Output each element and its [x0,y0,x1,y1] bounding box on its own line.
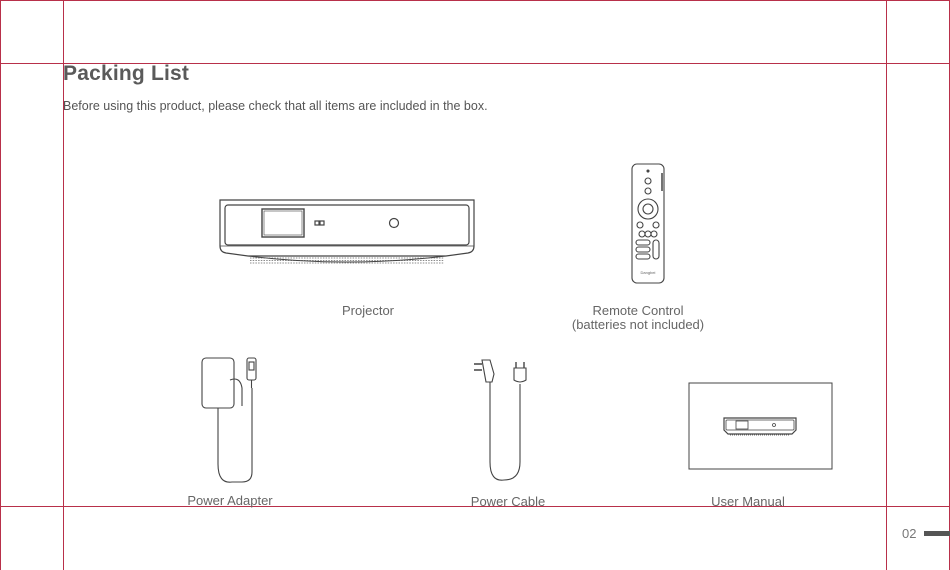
page-number-bar [924,531,950,536]
user-manual-label: User Manual [690,495,806,509]
page-title: Packing List [63,62,189,86]
power-adapter-label: Power Adapter [170,494,290,508]
projector-icon [216,196,478,268]
projector-label: Projector [298,304,438,318]
remote-control-icon [628,161,668,287]
remote-control-label: Remote Control [558,304,718,318]
page-number: 02 [902,526,916,541]
frame-left-edge [0,0,1,570]
power-adapter-icon [198,354,264,488]
page-subtitle: Before using this product, please check … [63,99,488,113]
power-cable-label: Power Cable [448,495,568,509]
frame-top-edge [0,0,950,1]
user-manual-icon [688,382,834,471]
margin-guide-right [886,0,887,570]
remote-brand-text: Dangbei [640,270,656,275]
power-cable-icon [468,354,534,488]
remote-control-sublabel: (batteries not included) [548,318,728,332]
